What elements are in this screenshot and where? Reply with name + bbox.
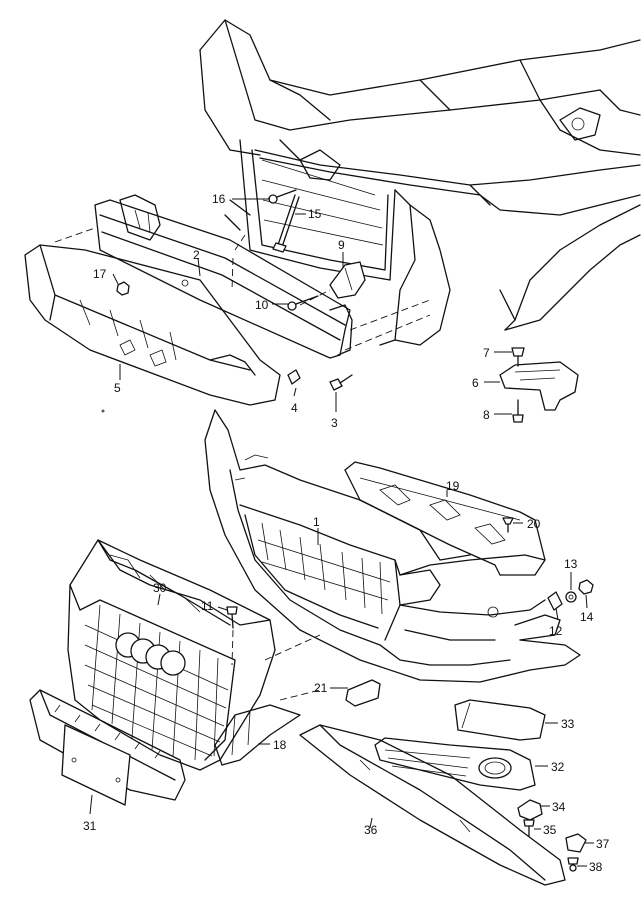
assembly-lines-bottom — [231, 629, 321, 701]
clip-20 — [502, 517, 514, 533]
callout-12: 12 — [549, 624, 563, 638]
leader-lines — [89, 198, 594, 867]
screw-16 — [268, 189, 297, 204]
callout-11: 11 — [201, 599, 214, 613]
bracket-6 — [499, 361, 579, 411]
callout-13: 13 — [564, 557, 578, 571]
callout-20: 20 — [527, 517, 541, 531]
washer-4 — [287, 369, 301, 385]
fog-lamp-surround — [374, 737, 536, 791]
body-front-structure — [199, 19, 641, 346]
nut-17 — [116, 281, 130, 296]
callout-8: 8 — [483, 408, 490, 422]
assembly-lines-top — [54, 227, 431, 351]
washer-13 — [565, 591, 577, 603]
screw-35 — [523, 819, 535, 837]
screw-38 — [567, 857, 579, 872]
screw-11 — [226, 606, 238, 629]
callout-3: 3 — [331, 416, 338, 430]
callout-9: 9 — [338, 238, 345, 252]
callout-34: 34 — [552, 800, 566, 814]
callout-17: 17 — [93, 267, 107, 281]
bracket-34 — [517, 799, 543, 821]
bumper-cover — [204, 409, 581, 683]
hood-rod — [272, 194, 300, 253]
licence-plate-holder — [29, 689, 186, 806]
nut-14 — [578, 579, 594, 595]
callout-16: 16 — [212, 192, 226, 206]
callout-37: 37 — [596, 837, 610, 851]
spoiler-36 — [299, 724, 566, 886]
callout-32: 32 — [551, 760, 565, 774]
screw-7 — [511, 347, 525, 367]
energy-absorber — [24, 244, 281, 406]
callout-14: 14 — [580, 610, 594, 624]
callout-5: 5 — [114, 381, 121, 395]
trim-18 — [214, 704, 301, 766]
pin-12 — [547, 591, 563, 611]
callout-6: 6 — [472, 376, 479, 390]
undertray — [344, 461, 546, 576]
screw-10 — [287, 295, 319, 311]
stray-dot — [101, 409, 105, 413]
cover-plate-33 — [454, 699, 546, 741]
callout-36: 36 — [364, 823, 378, 837]
callout-15: 15 — [308, 207, 322, 221]
callout-10: 10 — [255, 298, 269, 312]
callout-31: 31 — [83, 819, 97, 833]
callouts: 16 15 2 9 10 17 5 4 3 7 6 8 19 1 20 13 1… — [83, 192, 610, 874]
callout-7: 7 — [483, 346, 490, 360]
callout-33: 33 — [561, 717, 575, 731]
callout-19: 19 — [446, 479, 460, 493]
callout-21: 21 — [314, 681, 328, 695]
callout-35: 35 — [543, 823, 557, 837]
callout-18: 18 — [273, 738, 287, 752]
callout-1: 1 — [313, 515, 320, 529]
callout-2: 2 — [193, 248, 200, 262]
callout-4: 4 — [291, 401, 298, 415]
clip-37 — [565, 833, 587, 853]
callout-38: 38 — [589, 860, 603, 874]
radiator-grille — [67, 539, 276, 771]
tow-eye-cap — [345, 679, 381, 707]
screw-8 — [512, 399, 524, 423]
callout-30: 30 — [153, 581, 167, 595]
bracket-9 — [329, 261, 366, 299]
screw-3 — [329, 374, 353, 391]
